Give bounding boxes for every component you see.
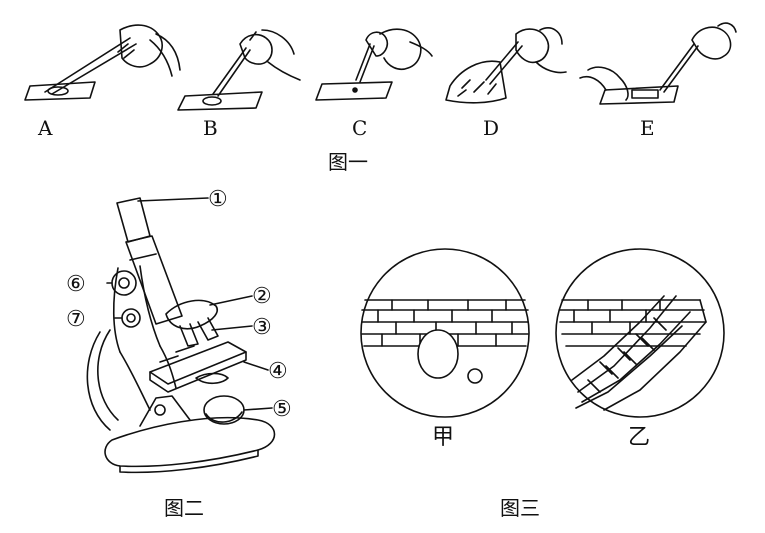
part-1-label: ① [208,187,228,212]
step-d-label: D [483,116,499,140]
part-2-label: ② [252,284,272,309]
step-e-illustration [579,22,737,105]
view-yi-illustration [555,248,725,418]
part-6-label: ⑥ [66,272,86,297]
view-yi-label: 乙 [628,425,650,450]
view-jia-illustration [360,248,530,418]
view-jia-label: 甲 [432,425,454,450]
step-a-label: A [37,116,53,140]
step-e-label: E [640,116,655,140]
figure1-caption: 图一 [328,150,368,174]
figure3-caption: 图三 [500,496,540,520]
step-b-label: B [203,116,218,140]
figure2-caption: 图二 [164,496,204,520]
step-c-label: C [352,116,367,140]
part-5-label: ⑤ [272,397,292,422]
step-c-illustration [315,28,433,101]
step-a-illustration [24,24,181,101]
part-3-label: ③ [252,315,272,340]
microscope-illustration [86,197,276,474]
step-d-illustration [445,27,567,104]
step-b-illustration [177,29,301,111]
part-7-label: ⑦ [66,307,86,332]
part-4-label: ④ [268,359,288,384]
